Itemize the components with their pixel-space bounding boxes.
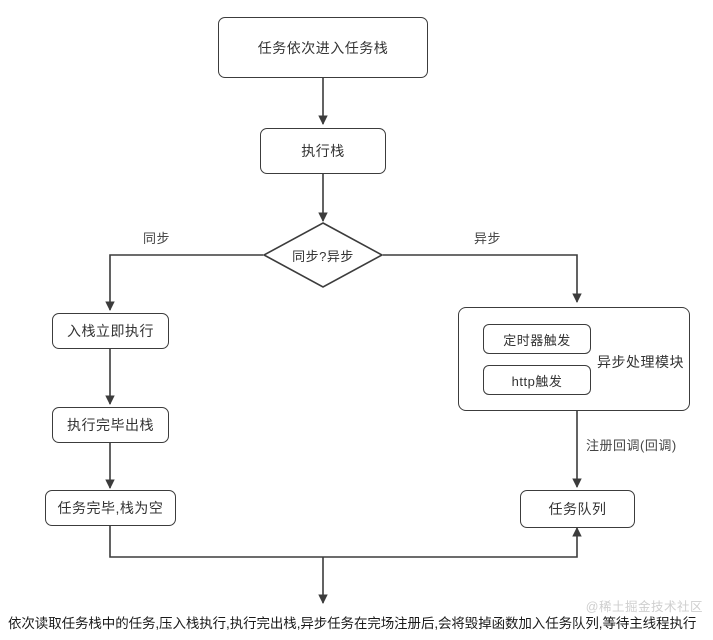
node-push-and-execute[interactable]: 入栈立即执行	[52, 313, 169, 349]
node-pop-after-execute-label: 执行完毕出栈	[67, 417, 154, 433]
node-task-stack-label: 任务依次进入任务栈	[257, 39, 389, 56]
node-exec-stack-label: 执行栈	[301, 143, 345, 159]
node-task-queue[interactable]: 任务队列	[520, 490, 635, 528]
diagram-caption: 依次读取任务栈中的任务,压入栈执行,执行完出栈,异步任务在完场注册后,会将毁掉函…	[8, 616, 697, 631]
edge-decision-sync	[105, 254, 263, 311]
node-stack-empty[interactable]: 任务完毕,栈为空	[45, 490, 176, 526]
decision-diamond-shape	[262, 222, 384, 288]
node-async-module-label: 异步处理模块	[597, 354, 684, 370]
node-decision-label: 同步?异步	[292, 248, 354, 264]
edge-label-sync: 同步	[143, 231, 171, 246]
node-timer-trigger-label: 定时器触发	[503, 332, 571, 348]
node-stack-empty-label: 任务完毕,栈为空	[57, 500, 164, 516]
node-task-queue-label: 任务队列	[548, 501, 607, 517]
edge-label-register-callback: 注册回调(回调)	[586, 438, 677, 453]
node-task-stack[interactable]: 任务依次进入任务栈	[218, 17, 428, 78]
node-http-trigger-label: http触发	[511, 373, 563, 389]
node-exec-stack[interactable]: 执行栈	[260, 128, 386, 174]
edge-label-async: 异步	[474, 231, 502, 246]
node-http-trigger[interactable]: http触发	[483, 365, 591, 395]
node-push-and-execute-label: 入栈立即执行	[67, 323, 154, 339]
node-pop-after-execute[interactable]: 执行完毕出栈	[52, 407, 169, 443]
edge-done-to-bus	[109, 526, 582, 558]
watermark: @稀土掘金技术社区	[585, 600, 703, 614]
edge-decision-async	[383, 254, 582, 303]
node-timer-trigger[interactable]: 定时器触发	[483, 324, 591, 354]
node-decision-sync-async[interactable]: 同步?异步	[262, 221, 384, 289]
